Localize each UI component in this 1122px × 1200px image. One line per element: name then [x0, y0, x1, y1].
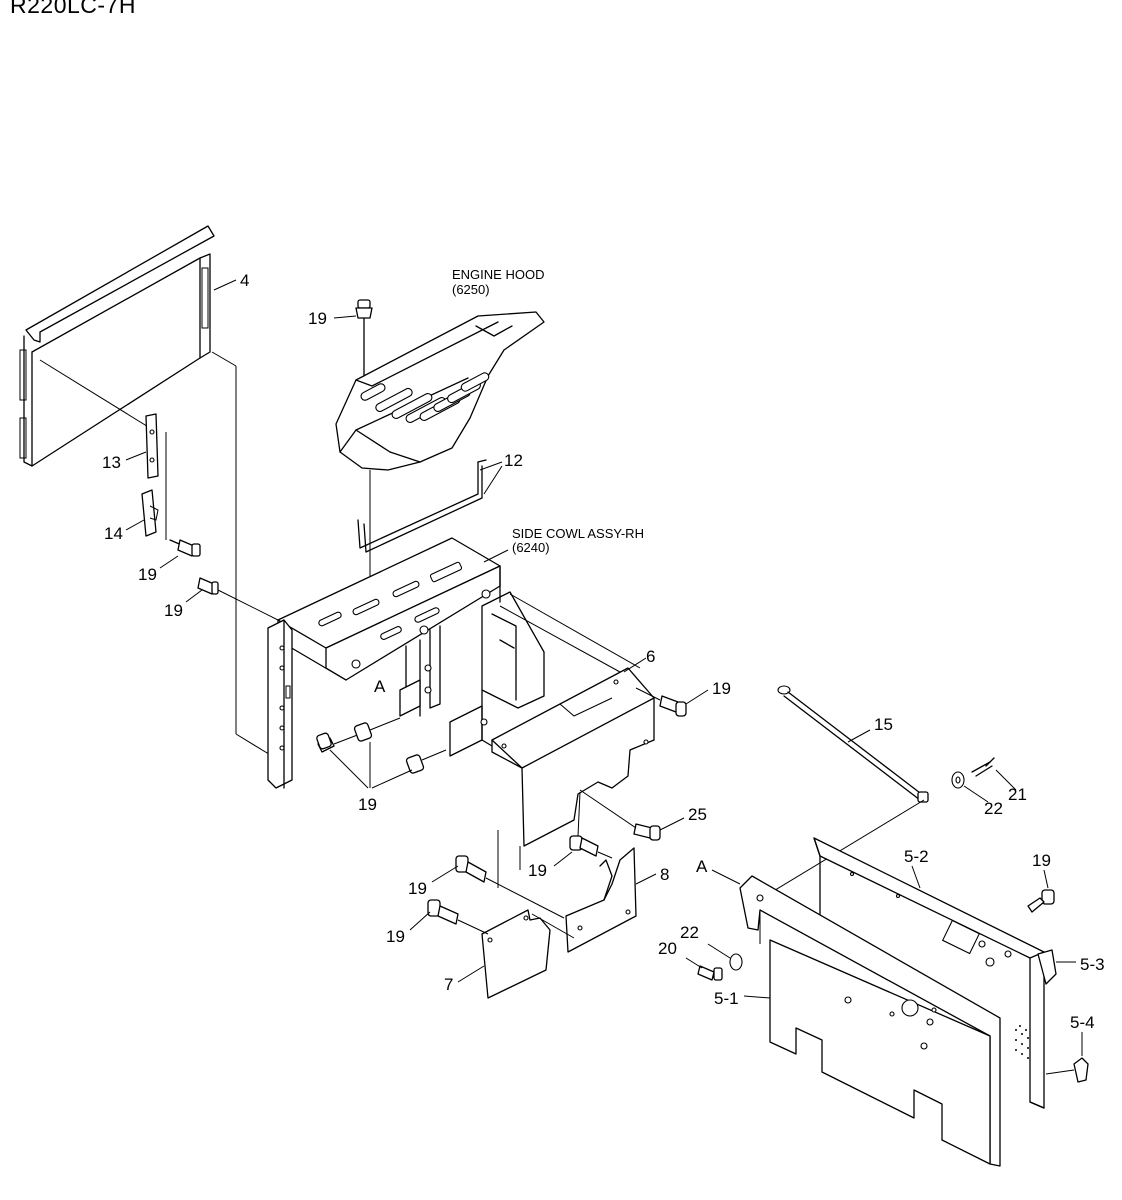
bolt-19-icon	[569, 835, 613, 859]
side-cowl-assembly	[267, 537, 545, 789]
bolt-19-icon	[197, 577, 291, 627]
hood-vent-slots	[360, 372, 490, 424]
engine-hood-ref: (6250)	[452, 282, 490, 297]
callout-5-1: 5-1	[714, 989, 739, 1008]
part-12-rods	[357, 459, 487, 553]
bolt-19-icon	[1027, 889, 1055, 913]
pin-21-icon	[971, 757, 995, 777]
callout-19: 19	[164, 601, 183, 620]
side-cowl-ref: (6240)	[512, 540, 550, 555]
part-7-plate	[481, 909, 575, 999]
part-4-frame	[19, 225, 215, 467]
bolt-19-icon	[427, 899, 489, 935]
part-5-1-door-panel	[739, 875, 1001, 1167]
callout-20: 20	[658, 939, 677, 958]
engine-hood-label: ENGINE HOOD	[452, 267, 544, 282]
bolt-19-icon	[455, 855, 565, 919]
bolt-20-icon	[697, 965, 723, 981]
model-title: R220LC-7H	[10, 0, 136, 18]
callout-19: 19	[408, 879, 427, 898]
washer-22-icon	[951, 771, 965, 789]
leader-lines	[125, 279, 1083, 1056]
callout-22: 22	[984, 799, 1003, 818]
cowl-slots	[318, 561, 463, 640]
callout-4: 4	[240, 271, 249, 290]
bolt-19-icon	[316, 732, 361, 753]
side-cowl-label: SIDE COWL ASSY-RH	[512, 526, 644, 541]
bolt-19-icon	[169, 539, 201, 557]
callout-19: 19	[386, 927, 405, 946]
bolt-19-icon	[635, 687, 687, 717]
washer-22-icon	[729, 953, 743, 971]
callout-19: 19	[1032, 851, 1051, 870]
callout-19: 19	[528, 861, 547, 880]
callout-19: 19	[358, 795, 377, 814]
callout-19: 19	[138, 565, 157, 584]
callout-25: 25	[688, 805, 707, 824]
part-5-4-knob	[1045, 1057, 1089, 1083]
callout-8: 8	[660, 865, 669, 884]
callout-15: 15	[874, 715, 893, 734]
engine-hood	[335, 311, 545, 471]
callout-19: 19	[712, 679, 731, 698]
speaker-grille	[1015, 1025, 1029, 1059]
reference-a-label: A	[374, 677, 386, 696]
callout-13: 13	[102, 453, 121, 472]
callout-7: 7	[444, 975, 453, 994]
callout-12: 12	[504, 451, 523, 470]
reference-a-label: A	[696, 857, 708, 876]
bolt-19-icon	[355, 299, 373, 377]
part-15-stay-rod	[777, 685, 929, 803]
callout-5-2: 5-2	[904, 847, 929, 866]
part-8-plate	[497, 830, 637, 953]
part-13-plate	[145, 413, 167, 540]
bolt-19-icon	[405, 749, 447, 774]
part-6-cover	[491, 667, 655, 847]
callout-21: 21	[1008, 785, 1027, 804]
part-5-3-latch	[1037, 949, 1057, 985]
callout-22: 22	[680, 923, 699, 942]
callout-5-3: 5-3	[1080, 955, 1105, 974]
part-14-plate	[141, 489, 159, 537]
bolt-19-icon	[353, 717, 401, 742]
callout-6: 6	[646, 647, 655, 666]
bolt-25-icon	[579, 789, 661, 841]
callout-14: 14	[104, 524, 123, 543]
callout-19: 19	[308, 309, 327, 328]
callout-5-4: 5-4	[1070, 1013, 1095, 1032]
